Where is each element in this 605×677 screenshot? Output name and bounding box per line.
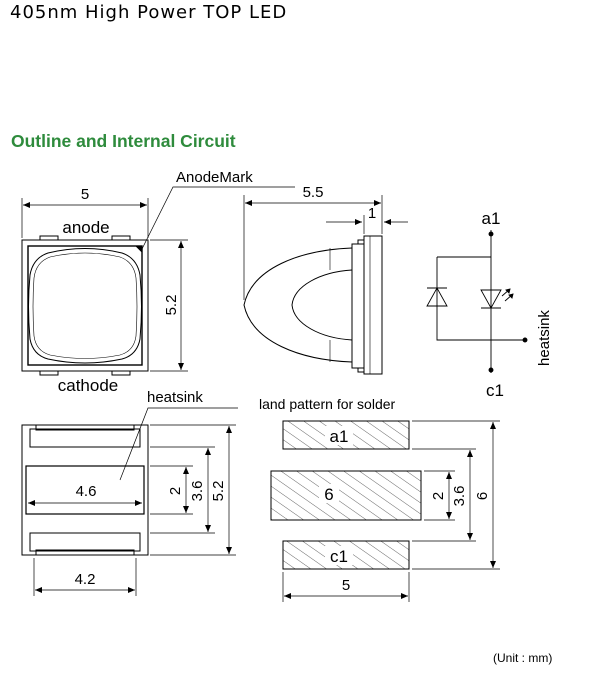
lens-outline: [28, 248, 142, 364]
side-dome: [243, 247, 353, 363]
unit-note: (Unit : mm): [493, 651, 553, 665]
lens-inner-outline: [32, 252, 138, 359]
top-height-dim: 5.2: [163, 295, 180, 316]
bottom-width-dim: 4.2: [75, 571, 96, 588]
zener-diode-symbol: [426, 287, 448, 307]
top-view: [21, 235, 149, 376]
side-view-dimensions: [243, 195, 408, 300]
bottom-pad: [29, 532, 141, 552]
side-body: [351, 243, 365, 369]
land-a1-label: a1: [330, 427, 349, 446]
side-flange: [363, 235, 383, 375]
side-flange-dim: 1: [368, 205, 376, 222]
bottom-view-dimensions: [28, 407, 238, 596]
cathode-label: cathode: [58, 376, 119, 395]
heatsink-pad: [25, 465, 145, 515]
land-center-height-dim: 2: [430, 492, 447, 500]
anode-mark-label: AnodeMark: [176, 169, 253, 186]
side-overall-dim: 5.5: [303, 184, 324, 201]
pad-height-dim: 2: [167, 487, 184, 495]
circuit-c1-label: c1: [486, 381, 504, 400]
circuit-heatsink-label: heatsink: [536, 310, 553, 366]
land-pad-center: [270, 470, 422, 521]
page-title: 405nm High Power TOP LED: [10, 2, 288, 23]
pad-width-dim: 4.6: [76, 483, 97, 500]
land-inner-height-dim: 3.6: [451, 486, 468, 507]
land-pattern-title: land pattern for solder: [259, 396, 396, 412]
inner-height-dim: 3.6: [189, 481, 206, 502]
internal-circuit: [426, 230, 528, 373]
top-pad: [29, 428, 141, 448]
land-pattern-dimensions: [282, 420, 500, 602]
bottom-view: [21, 424, 149, 556]
package-body: [27, 245, 143, 366]
top-view-dimensions: [21, 186, 295, 372]
land-c1-label: c1: [330, 547, 348, 566]
land-outer-height-dim: 6: [474, 492, 491, 500]
side-view: [243, 235, 383, 375]
section-title: Outline and Internal Circuit: [11, 131, 236, 151]
land-width-dim: 5: [342, 577, 350, 594]
package-outline: [21, 239, 149, 372]
bottom-heatsink-label: heatsink: [147, 389, 203, 406]
land-center-label: 6: [324, 485, 333, 504]
land-pattern: [270, 420, 422, 570]
circuit-a1-label: a1: [482, 209, 501, 228]
anode-label: anode: [62, 218, 109, 237]
top-width-dim: 5: [81, 186, 89, 203]
anode-mark-notch: [134, 245, 143, 254]
outer-height-dim: 5.2: [210, 481, 227, 502]
led-symbol: [480, 289, 502, 309]
